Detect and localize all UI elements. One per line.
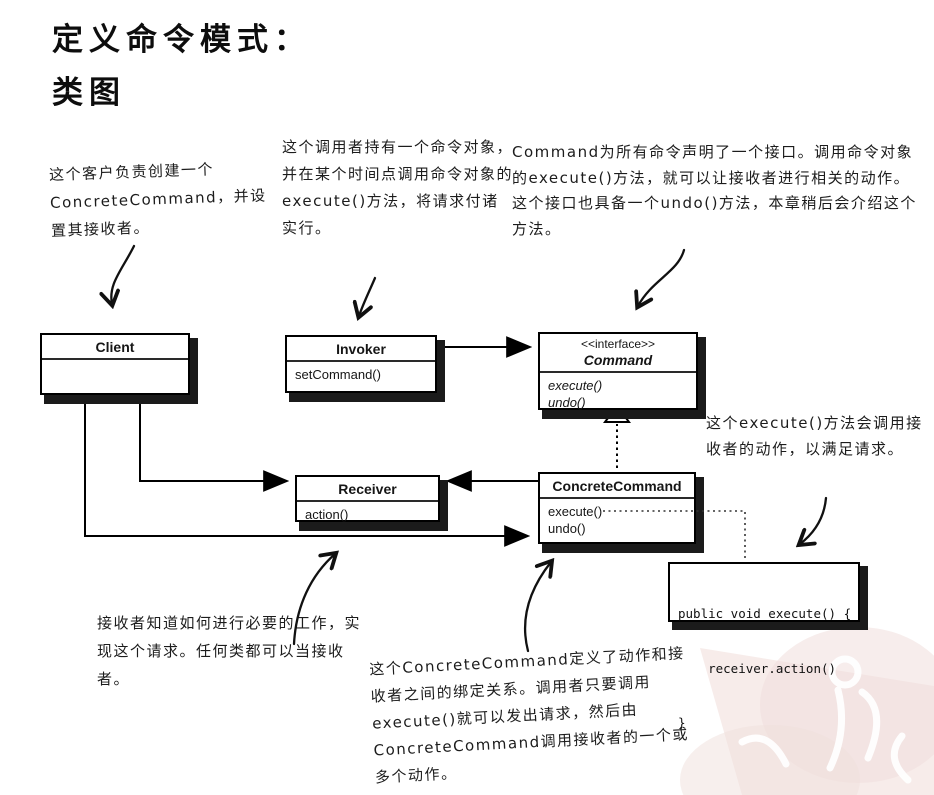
annotation-concretecommand: 这个ConcreteCommand定义了动作和接收者之间的绑定关系。调用者只要调… (368, 644, 690, 787)
class-command-name: Command (583, 351, 653, 368)
class-client: Client (40, 333, 190, 395)
class-command-stereotype: <<interface>> (580, 337, 656, 351)
arrow-concretecommand-note-icon (523, 562, 551, 653)
class-concretecommand-name: ConcreteCommand (540, 474, 694, 500)
arrow-invoker-note-icon (359, 276, 377, 316)
method-action: action() (305, 507, 349, 523)
assoc-client-receiver (139, 395, 290, 492)
annotation-execute: 这个execute()方法会调用接收者的动作，以满足请求。 (706, 414, 923, 459)
annotation-receiver: 接收者知道如何进行必要的工作，实现这个请求。任何类都可以当接收者。 (97, 614, 362, 688)
class-invoker-name: Invoker (287, 337, 435, 363)
annotation-command: Command为所有命令声明了一个接口。调用命令对象的execute()方法，就… (512, 143, 917, 238)
annotation-invoker: 这个调用者持有一个命令对象，并在某个时间点调用命令对象的execute()方法，… (282, 138, 514, 237)
class-receiver: Receiver action() (295, 475, 440, 522)
code-line-2: receiver.action() (678, 660, 837, 676)
page-title-line1: 定义命令模式： (52, 22, 311, 58)
class-invoker: Invoker setCommand() (285, 335, 437, 393)
page-title-line2: 类图 (52, 75, 126, 111)
method-command-execute: execute() (548, 377, 603, 393)
method-concrete-execute: execute() (548, 504, 603, 520)
class-client-body (42, 360, 188, 394)
annotation-client: 这个客户负责创建一个ConcreteCommand，并设置其接收者。 (48, 160, 267, 240)
code-snippet-box: public void execute() { receiver.action(… (668, 562, 860, 730)
class-concretecommand: ConcreteCommand execute() undo() (538, 472, 696, 544)
code-line-1: public void execute() { (678, 606, 852, 622)
arrow-client-note-icon (111, 244, 136, 304)
arrow-execute-note-icon (800, 496, 828, 544)
method-setCommand: setCommand() (295, 367, 381, 383)
class-command: <<interface>> Command execute() undo() (538, 332, 698, 410)
code-line-3: } (678, 715, 686, 730)
arrow-command-note-icon (638, 248, 686, 306)
page-title: 定义命令模式： 类图 (52, 14, 311, 112)
class-client-name: Client (42, 335, 188, 361)
method-concrete-undo: undo() (548, 521, 586, 537)
method-command-undo: undo() (548, 394, 586, 410)
class-receiver-name: Receiver (297, 477, 438, 503)
